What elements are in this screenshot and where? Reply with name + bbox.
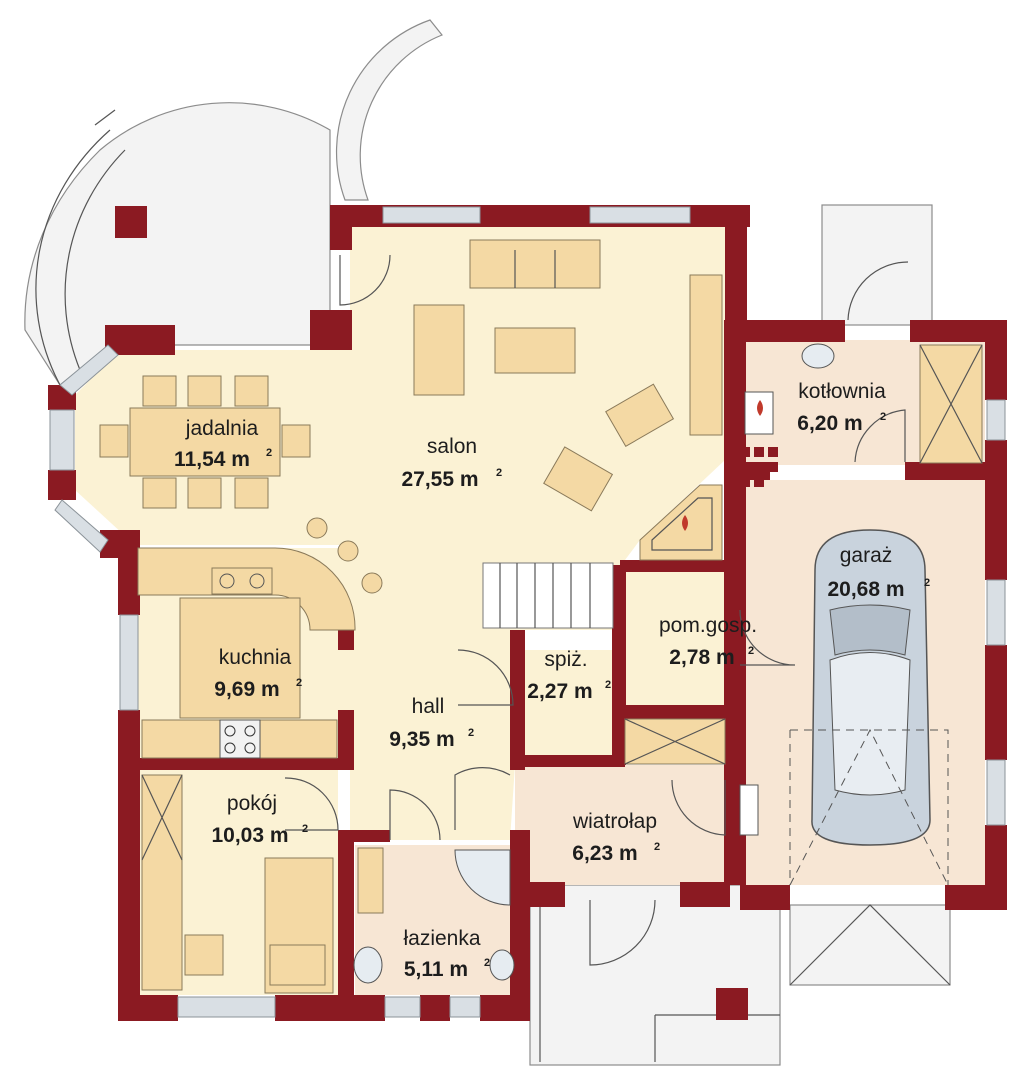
room-area-sup: 2 bbox=[654, 841, 660, 853]
room-garaz: garaż 20,68 m 2 bbox=[827, 544, 930, 601]
room-area-sup: 2 bbox=[496, 467, 502, 479]
windows bbox=[49, 206, 1006, 1018]
furniture bbox=[99, 239, 983, 994]
room-kotlownia: kotłownia 6,20 m 2 bbox=[797, 380, 886, 435]
terrace bbox=[24, 19, 443, 386]
room-name: hall bbox=[412, 695, 445, 718]
room-name: spiż. bbox=[544, 648, 587, 671]
room-name: łazienka bbox=[403, 927, 480, 950]
sofa bbox=[469, 239, 601, 289]
wardrobe bbox=[141, 774, 183, 991]
coffee-table bbox=[494, 327, 576, 374]
car bbox=[811, 529, 931, 846]
room-area: 5,11 m bbox=[404, 958, 468, 981]
room-area-sup: 2 bbox=[468, 727, 474, 739]
room-area: 10,03 m bbox=[211, 824, 288, 847]
garage-entry bbox=[821, 204, 933, 326]
porch-column bbox=[716, 988, 748, 1020]
room-area: 6,23 m bbox=[572, 842, 637, 865]
fireplace bbox=[639, 484, 723, 561]
room-area-sup: 2 bbox=[924, 577, 930, 589]
room-area: 9,69 m bbox=[214, 678, 279, 701]
kitchen-island bbox=[179, 597, 301, 719]
room-pomgosp: pom.gosp. 2,78 m 2 bbox=[659, 614, 757, 669]
room-hall: hall 9,35 m 2 bbox=[389, 695, 474, 751]
room-name: jadalnia bbox=[185, 417, 259, 440]
room-labels: jadalnia 11,54 m 2 salon 27,55 m 2 kotło… bbox=[174, 380, 930, 981]
room-area-sup: 2 bbox=[266, 447, 272, 459]
room-area: 27,55 m bbox=[401, 468, 478, 491]
dining-table bbox=[129, 407, 281, 477]
tv-cabinet bbox=[689, 274, 723, 436]
armchair bbox=[413, 304, 465, 396]
room-jadalnia: jadalnia 11,54 m 2 bbox=[174, 417, 272, 471]
room-salon: salon 27,55 m 2 bbox=[401, 435, 502, 491]
room-area-sup: 2 bbox=[605, 679, 611, 691]
room-name: pokój bbox=[227, 792, 277, 815]
room-name: pom.gosp. bbox=[659, 614, 757, 637]
room-area-sup: 2 bbox=[880, 411, 886, 423]
front-porch bbox=[529, 884, 951, 1066]
room-area-sup: 2 bbox=[484, 957, 490, 969]
room-name: kuchnia bbox=[219, 646, 292, 669]
room-area: 2,78 m bbox=[669, 646, 734, 669]
room-area: 20,68 m bbox=[827, 578, 904, 601]
room-area: 2,27 m bbox=[527, 680, 592, 703]
terrace-column bbox=[115, 206, 147, 238]
room-area-sup: 2 bbox=[302, 823, 308, 835]
room-wiatrolap: wiatrołap 6,23 m 2 bbox=[572, 810, 660, 865]
room-name: wiatrołap bbox=[572, 810, 657, 833]
room-name: garaż bbox=[840, 544, 893, 567]
room-area-sup: 2 bbox=[748, 645, 754, 657]
room-spiz: spiż. 2,27 m 2 bbox=[527, 648, 611, 703]
room-name: salon bbox=[427, 435, 477, 458]
room-area: 11,54 m bbox=[174, 448, 250, 471]
room-area: 6,20 m bbox=[797, 412, 862, 435]
room-name: kotłownia bbox=[798, 380, 886, 403]
room-pokoj: pokój 10,03 m 2 bbox=[211, 792, 308, 847]
doors bbox=[284, 254, 906, 841]
room-area-sup: 2 bbox=[296, 677, 302, 689]
room-lazienka: łazienka 5,11 m 2 bbox=[403, 927, 490, 981]
room-kuchnia: kuchnia 9,69 m 2 bbox=[214, 646, 302, 701]
stairs bbox=[482, 562, 614, 629]
room-area: 9,35 m bbox=[389, 728, 454, 751]
